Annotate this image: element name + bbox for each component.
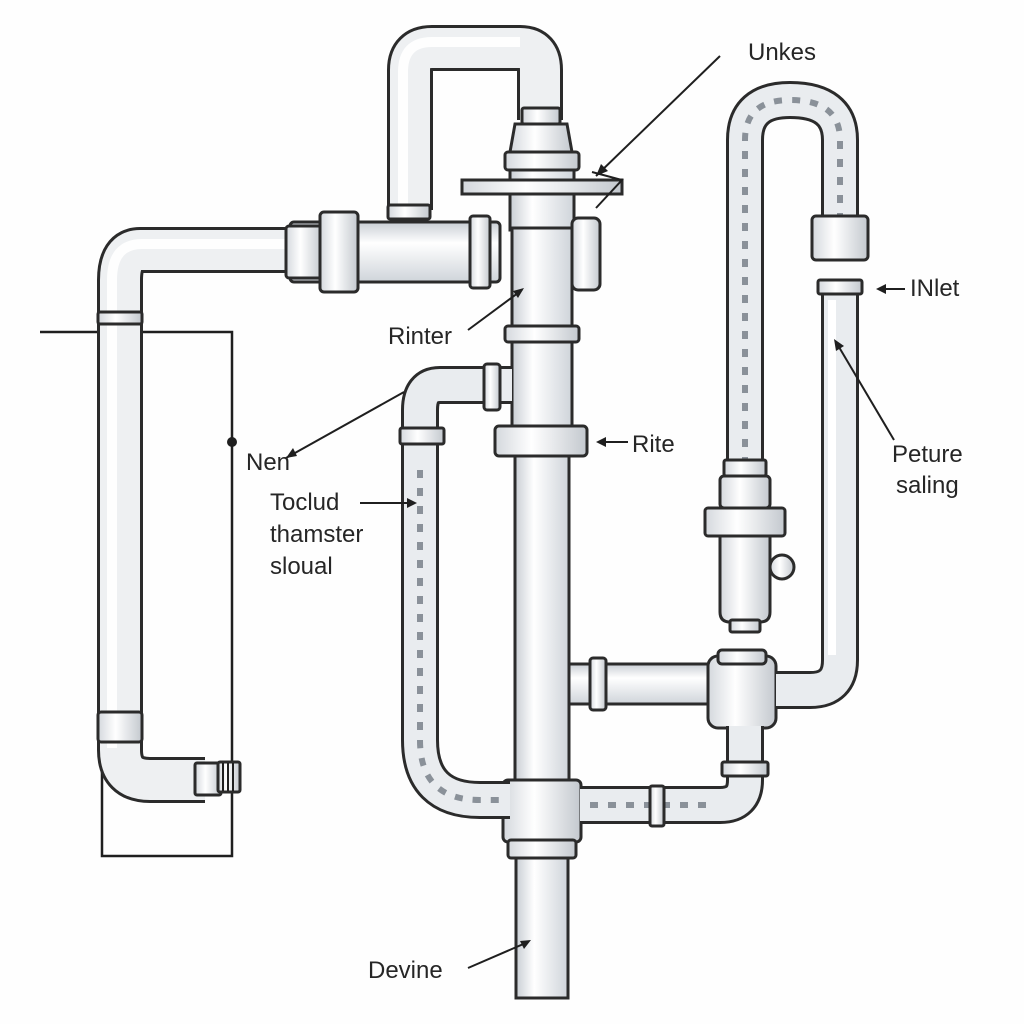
bottom-flex-return (580, 726, 770, 828)
label-rinter: Rinter (388, 323, 453, 350)
right-loop-hose (726, 81, 870, 709)
label-nen: Nen (246, 449, 291, 476)
right-branch-pipe (567, 648, 778, 730)
main-horizontal-pipe (284, 210, 502, 294)
left-branch-hose (398, 362, 512, 819)
label-toclud-line2: thamster (270, 521, 364, 548)
label-toclud-line1: Toclud (270, 489, 340, 516)
left-pipe-run (96, 227, 300, 803)
label-rite: Rite (632, 431, 675, 458)
callout-leaders (285, 55, 905, 969)
upper-loop-pipe (386, 25, 563, 221)
label-peture-line1: Peture (892, 441, 963, 468)
label-inlet: INlet (910, 275, 960, 302)
label-unkes: Unkes (748, 39, 817, 66)
hanging-valve (703, 458, 796, 634)
top-valve (460, 106, 624, 232)
spigot-thread (216, 760, 242, 794)
label-devine: Devine (368, 957, 443, 984)
label-peture-line2: saling (896, 472, 959, 499)
label-toclud-line3: sloual (270, 553, 333, 580)
left-wire-frame (40, 330, 237, 858)
main-vertical-pipe (493, 216, 602, 1000)
